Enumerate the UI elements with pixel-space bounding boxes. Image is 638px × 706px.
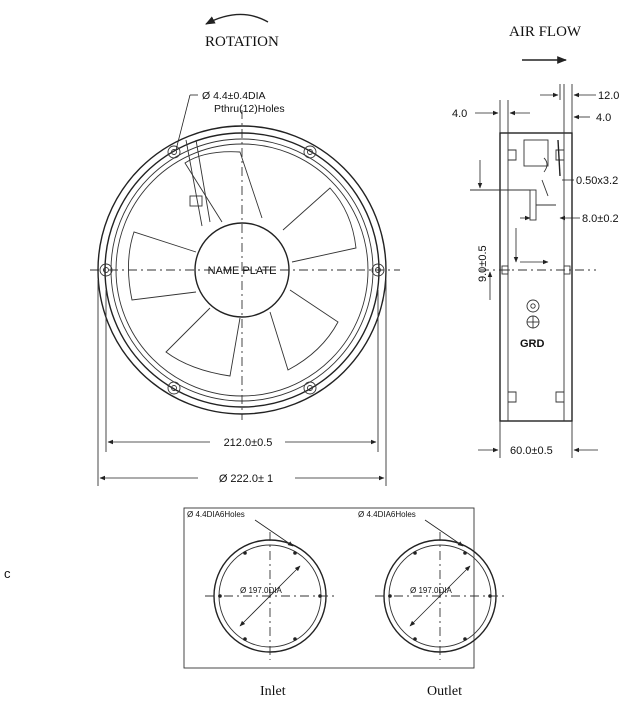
rotation-label: ROTATION	[205, 34, 279, 50]
inlet-outlet-panel: Ø 4.4DIA6Holes Ø 197.0DIA Inlet Ø 4.4DIA…	[183, 507, 505, 699]
dimension-side-12: 12.0	[598, 90, 619, 102]
dimension-222: Ø 222.0± 1	[219, 473, 273, 485]
dimension-side-8: 8.0±0.2	[582, 213, 619, 225]
inlet-label: Inlet	[260, 684, 286, 699]
mounting-holes	[99, 145, 385, 395]
side-mark: c	[4, 566, 11, 581]
dimension-side-9: 9.0±0.5	[477, 245, 489, 282]
outlet-view: Ø 4.4DIA6Holes Ø 197.0DIA Outlet	[358, 510, 505, 699]
hole-note-line1: Ø 4.4±0.4DIA	[202, 90, 266, 102]
air-flow-label: AIR FLOW	[509, 24, 582, 40]
air-flow-indicator: AIR FLOW	[509, 24, 582, 64]
inlet-diameter: Ø 197.0DIA	[240, 586, 282, 595]
dimension-side-4-right: 4.0	[596, 112, 611, 124]
grd-label: GRD	[520, 338, 545, 350]
inlet-view: Ø 4.4DIA6Holes Ø 197.0DIA Inlet	[187, 510, 335, 699]
dimension-side-60: 60.0±0.5	[510, 445, 553, 457]
fan-front-view: NAME PLATE Ø 4.4±0.4DIA Pthru(12)Holes 2…	[90, 90, 400, 486]
dimension-212: 212.0±0.5	[224, 437, 273, 449]
outlet-diameter: Ø 197.0DIA	[410, 586, 452, 595]
dimension-side-4-left: 4.0	[452, 108, 467, 120]
dimension-side-050: 0.50x3.2	[576, 175, 618, 187]
hole-note-line2: Pthru(12)Holes	[214, 103, 285, 115]
outlet-label: Outlet	[427, 684, 462, 699]
name-plate-label: NAME PLATE	[208, 265, 277, 277]
outlet-holes-note: Ø 4.4DIA6Holes	[358, 510, 416, 519]
fan-side-view: GRD 4.0 12.0 4.0 0.50x3.2 8.0±0.2 9.0±0.…	[452, 84, 619, 458]
inlet-holes-note: Ø 4.4DIA6Holes	[187, 510, 245, 519]
rotation-arrow-icon	[205, 13, 269, 25]
rotation-indicator: ROTATION	[205, 13, 279, 50]
fan-blades	[127, 151, 357, 377]
